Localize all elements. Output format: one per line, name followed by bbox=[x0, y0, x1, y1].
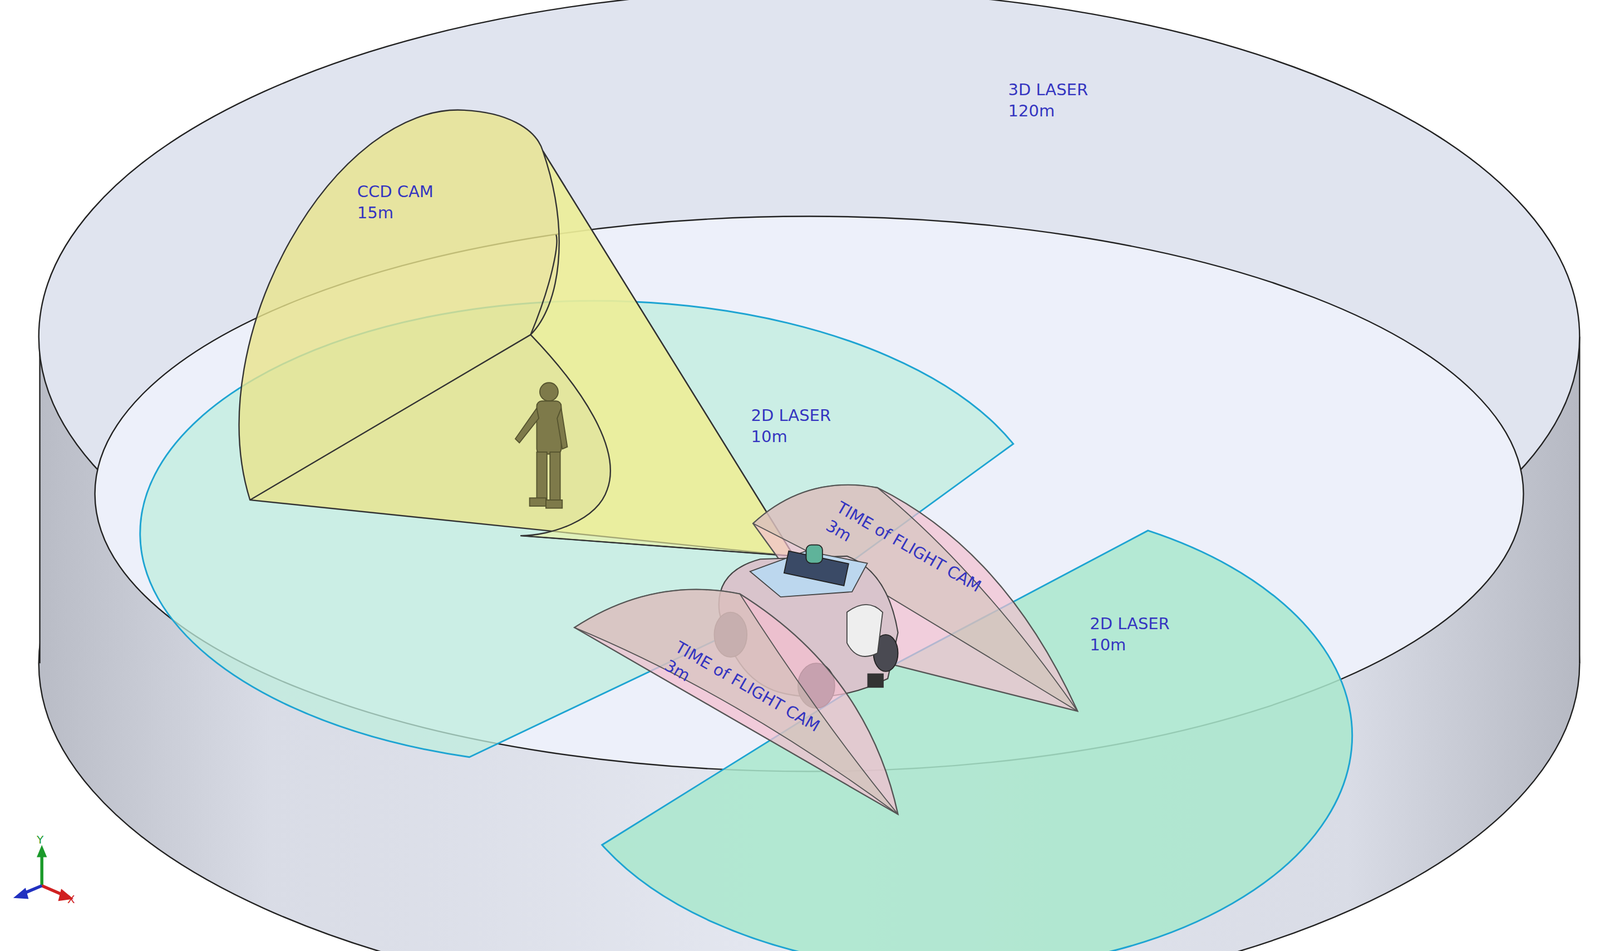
person-figure bbox=[515, 382, 568, 508]
sensor-range-label: CCD CAM15m bbox=[357, 181, 434, 224]
tof-sector bbox=[574, 589, 898, 815]
sensor-range-label: 2D LASER10m bbox=[1089, 613, 1170, 656]
sensor-range: 120m bbox=[1008, 100, 1089, 122]
sensor-range: 10m bbox=[750, 426, 831, 448]
sensor-range-label: 2D LASER10m bbox=[750, 405, 831, 447]
camera-cone bbox=[239, 110, 795, 556]
sensor-name: 2D LASER bbox=[750, 405, 831, 427]
sensor-range: 15m bbox=[357, 202, 434, 224]
axis-triad bbox=[13, 844, 74, 901]
sensor-name: 2D LASER bbox=[1089, 613, 1170, 635]
axis-label: X bbox=[67, 892, 76, 906]
tof-sector bbox=[574, 589, 898, 815]
sensor-range: 10m bbox=[1089, 634, 1170, 656]
sensor-name: 3D LASER bbox=[1008, 79, 1089, 101]
sensor-range-label: 3D LASER120m bbox=[1008, 79, 1089, 122]
sensor-name: CCD CAM bbox=[357, 181, 434, 203]
laser-cylinder bbox=[38, 0, 1580, 951]
axis-label: Y bbox=[36, 832, 44, 846]
